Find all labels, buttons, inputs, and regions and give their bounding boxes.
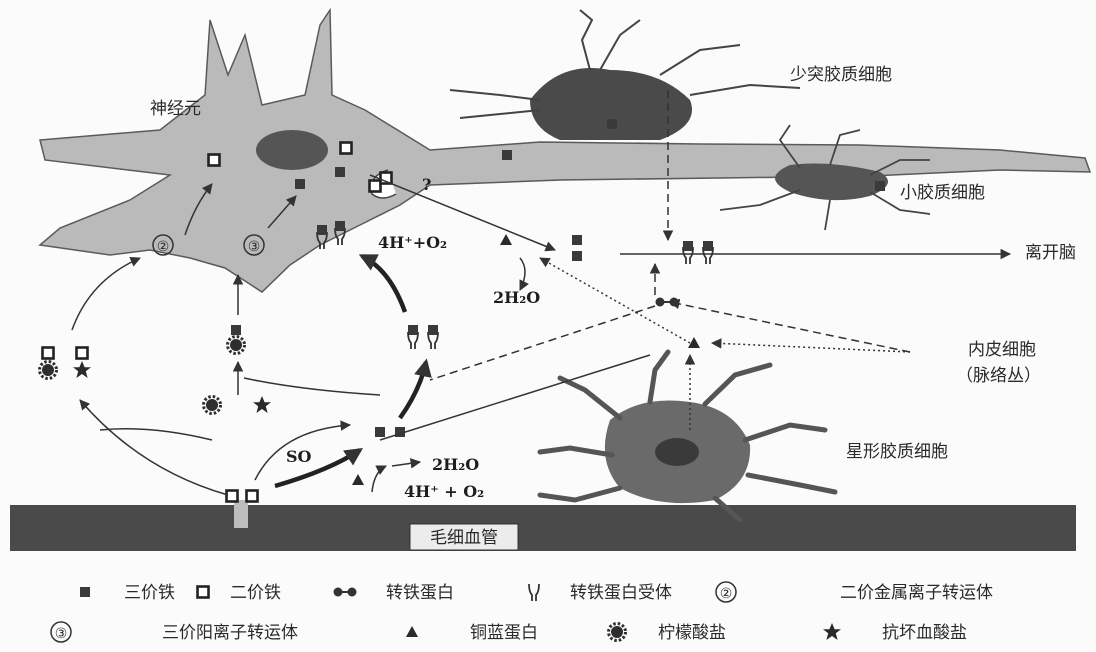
- chem-4h-o2-top: 4H⁺+O₂: [378, 233, 447, 252]
- capillary-label: 毛细血管: [430, 528, 498, 548]
- legend-tf-receptor-label: 转铁蛋白受体: [570, 583, 672, 603]
- neuron-cell: [40, 10, 1090, 292]
- ferrous-iron-pocket-a: [370, 181, 381, 192]
- citrate-left: [40, 362, 57, 379]
- oligodendrocyte-label: 少突胶质细胞: [790, 65, 892, 85]
- ferric-iron-neuron-receptor-b: [335, 221, 345, 231]
- astrocyte-label: 星形胶质细胞: [846, 442, 948, 462]
- question-mark: ?: [422, 175, 431, 194]
- capillary-pore: [234, 500, 248, 528]
- legend-citrate-label: 柠檬酸盐: [658, 623, 726, 643]
- ferric-iron-oligodendrocyte: [607, 119, 617, 129]
- capillary-band: [10, 505, 1076, 551]
- legend-ferric-icon: [80, 587, 90, 597]
- ferrous-iron-capillary-b: [247, 491, 258, 502]
- ferric-iron-neuron-receptor-a: [317, 225, 327, 235]
- citrate-lower: [204, 397, 221, 414]
- ceruloplasmin-axon: [500, 234, 512, 245]
- legend: 三价铁 二价铁 转铁蛋白 转铁蛋白受体 ② 二价金属离子转运体 ③ 三价阳离子转…: [51, 582, 993, 643]
- neuron-nucleus: [256, 130, 328, 170]
- ferric-iron-transit-b: [703, 241, 713, 251]
- choroid-label: （脉络丛）: [956, 366, 1041, 386]
- legend-ceruloplasmin-icon: [406, 626, 418, 637]
- ferrous-iron-neuron-left: [209, 155, 220, 166]
- legend-tf-receptor-icon: [529, 584, 539, 601]
- ferric-iron-neuron-small: [335, 167, 345, 177]
- citrate-middle: [228, 337, 245, 354]
- ferric-iron-transit-a: [683, 241, 693, 251]
- legend-transferrin-icon: [334, 588, 357, 597]
- ferric-iron-microglia: [875, 181, 885, 191]
- dotted-arrows: [540, 258, 910, 430]
- legend-ferric-label: 三价铁: [124, 583, 175, 603]
- ferric-iron-pair-b: [572, 251, 582, 261]
- so-label: SO: [286, 447, 312, 466]
- oligodendrocyte: [450, 10, 800, 140]
- ferrous-iron-neuron-right: [341, 143, 352, 154]
- transferrin-junction: [656, 298, 679, 307]
- legend-dmt-label: 二价金属离子转运体: [840, 583, 993, 603]
- ferrous-iron-ascorbate-complex: [77, 348, 88, 359]
- ferric-iron-receptor-a: [408, 325, 418, 335]
- chem-2h2o-top: 2H₂O: [493, 288, 540, 307]
- svg-text:②: ②: [157, 239, 170, 255]
- ferrous-iron-capillary-a: [227, 491, 238, 502]
- ferric-iron-pair-a: [572, 235, 582, 245]
- leave-brain-label: 离开脑: [1025, 243, 1076, 263]
- legend-trivalent-label: 三价阳离子转运体: [162, 623, 298, 643]
- legend-ascorbate-icon: [823, 623, 841, 640]
- ferrous-iron-citrate-complex: [43, 348, 54, 359]
- legend-ascorbate-label: 抗坏血酸盐: [882, 623, 967, 643]
- legend-citrate-icon: [609, 624, 626, 641]
- endothelial-label: 内皮细胞: [968, 340, 1036, 360]
- ascorbate-lower: [253, 396, 271, 413]
- neuron-label: 神经元: [150, 99, 201, 119]
- legend-dmt-symbol: ②: [720, 586, 733, 602]
- ferric-iron-citrate-complex: [231, 325, 241, 335]
- astrocyte: [540, 352, 835, 520]
- chem-4h-o2-bottom: 4H⁺ + O₂: [404, 482, 484, 501]
- svg-text:③: ③: [248, 239, 261, 255]
- legend-ceruloplasmin-label: 铜蓝蛋白: [470, 623, 538, 643]
- ferric-iron-axon: [502, 150, 512, 160]
- ferric-iron-center-a: [375, 427, 385, 437]
- ceruloplasmin-capillary: [352, 474, 364, 485]
- legend-ferrous-icon: [198, 587, 209, 598]
- legend-transferrin-label: 转铁蛋白: [386, 583, 454, 603]
- ferric-iron-neuron: [295, 179, 305, 189]
- microglia-label: 小胶质细胞: [900, 183, 985, 203]
- legend-ferrous-label: 二价铁: [230, 583, 281, 603]
- ascorbate-left: [73, 361, 91, 378]
- legend-trivalent-symbol: ③: [55, 626, 68, 642]
- ferric-iron-receptor-b: [428, 325, 438, 335]
- chem-2h2o-bottom: 2H₂O: [432, 455, 479, 474]
